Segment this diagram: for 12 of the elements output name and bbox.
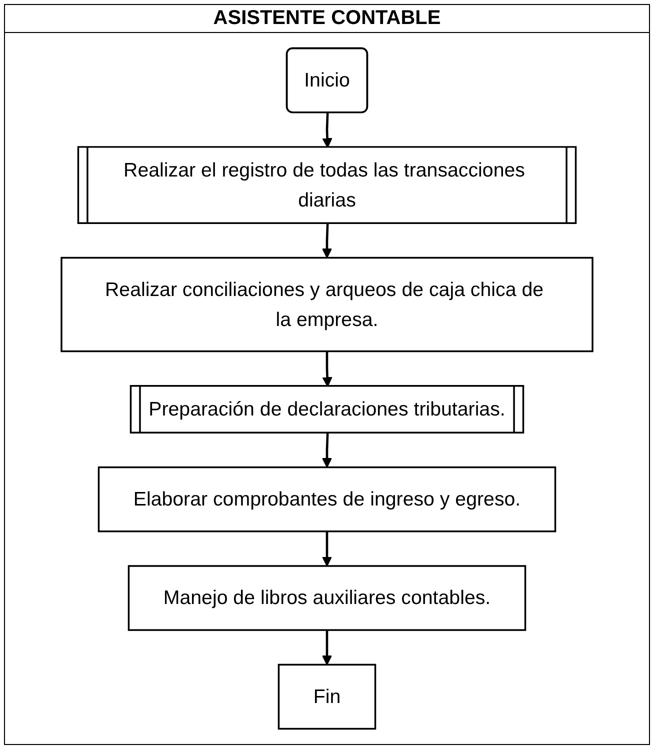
arrow	[322, 224, 332, 258]
table-frame: ASISTENTE CONTABLE Inicio Realizar el registro de todas las transacciones diarias Realizar conciliaciones y arqueos de caja chica de la empresa. Preparación de declaraciones tributarias. Elaborar comprobantes de ingreso y egreso. Manejo de libros auxiliares contables. Fin	[4, 4, 650, 745]
node-box	[60, 256, 594, 352]
arrow	[322, 112, 332, 148]
node-box	[278, 664, 376, 730]
node-box	[128, 565, 526, 631]
arrow	[322, 433, 332, 468]
arrow	[322, 351, 332, 387]
node-box	[98, 466, 556, 532]
arrow	[322, 531, 332, 566]
title: ASISTENTE CONTABLE	[5, 5, 649, 33]
arrow	[322, 630, 332, 666]
